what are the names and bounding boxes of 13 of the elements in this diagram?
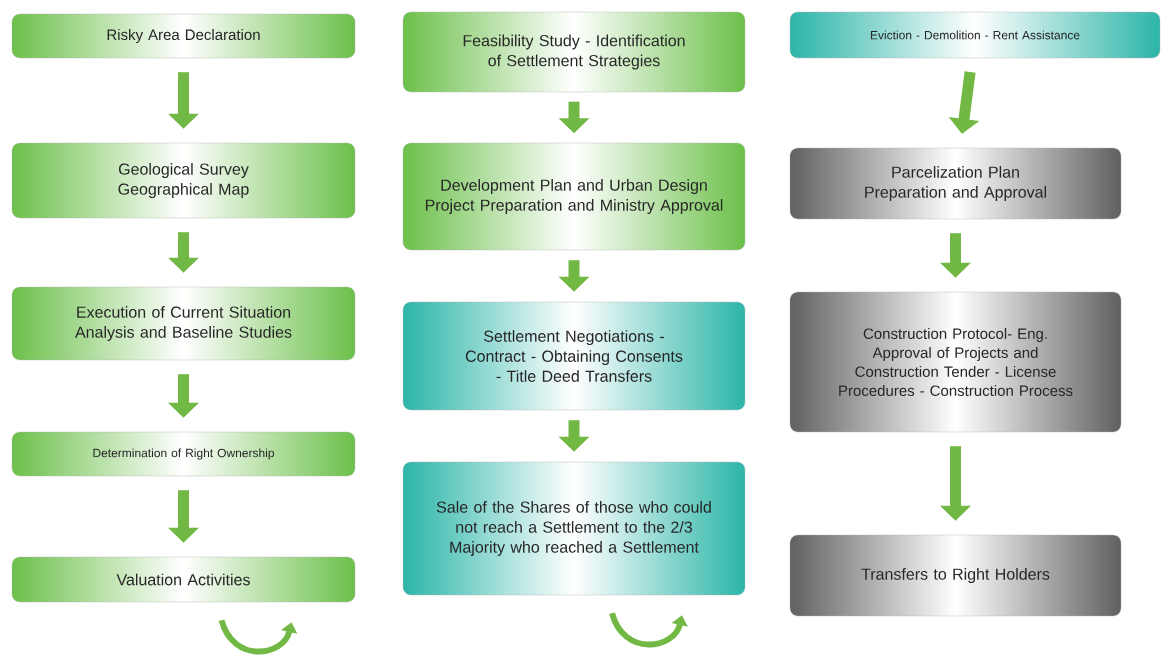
process-box: Development Plan and Urban Design Project Preparation and Ministry Approval (402, 142, 746, 251)
process-box: Geological Survey Geographical Map (11, 142, 356, 219)
process-box: Construction Protocol- Eng. Approval of Projects and Construction Tender - License Procedures - Construction Process (789, 291, 1122, 433)
process-box: Settlement Negotiations - Contract - Obtaining Consents - Title Deed Transfers (402, 301, 746, 411)
process-box: Risky Area Declaration (11, 13, 356, 59)
process-box: Determination of Right Ownership (11, 431, 356, 477)
process-box: Feasibility Study - Identification of Settlement Strategies (402, 11, 746, 93)
process-box: Execution of Current Situation Analysis and Baseline Studies (11, 286, 356, 361)
process-box: Parcelization Plan Preparation and Approval (789, 147, 1122, 220)
process-box: Valuation Activities (11, 556, 356, 603)
process-box: Sale of the Shares of those who could not reach a Settlement to the 2/3 Majority who reached a Settlement (402, 461, 746, 596)
process-box: Transfers to Right Holders (789, 534, 1122, 617)
process-box: Eviction - Demolition - Rent Assistance (789, 11, 1161, 59)
